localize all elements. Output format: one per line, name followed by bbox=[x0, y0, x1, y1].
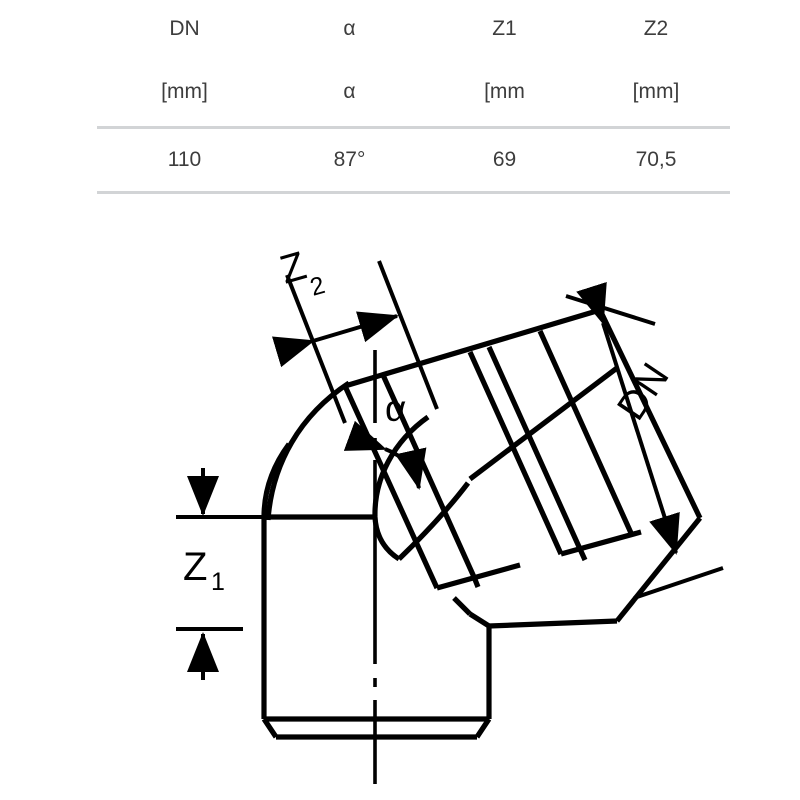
label-alpha: α bbox=[385, 388, 406, 429]
value-z1: 69 bbox=[427, 126, 582, 194]
dimension-alpha: α bbox=[343, 388, 427, 490]
technical-drawing: Z 2 Z 1 α bbox=[0, 228, 800, 800]
column-header-dn: DN bbox=[169, 17, 200, 40]
spigot-barrel bbox=[342, 307, 703, 629]
value-dn: 110 bbox=[97, 126, 272, 194]
unit-cell-z2: [mm] bbox=[632, 80, 680, 103]
label-z1-subscript: 1 bbox=[211, 568, 225, 596]
spec-table: DN α Z1 Z2 [mm] α [mm [mm] 110 87° 69 70… bbox=[97, 0, 730, 194]
label-z2-subscript: 2 bbox=[307, 271, 328, 302]
table-units-row: [mm] α [mm [mm] bbox=[97, 58, 730, 128]
value-alpha: 87° bbox=[272, 126, 427, 194]
unit-cell-alpha: α bbox=[343, 80, 356, 103]
column-header-z1: Z1 bbox=[492, 17, 517, 40]
unit-cell-z1: [mm bbox=[484, 80, 525, 103]
dimension-z2: Z 2 bbox=[272, 244, 439, 424]
dimension-z1: Z 1 bbox=[176, 468, 300, 680]
table-row: 110 87° 69 70,5 bbox=[97, 126, 730, 194]
value-z2: 70,5 bbox=[582, 126, 730, 194]
column-header-alpha: α bbox=[343, 17, 356, 40]
pipe-bend-diagram: Z 2 Z 1 α bbox=[176, 244, 724, 784]
column-header-z2: Z2 bbox=[643, 17, 669, 40]
label-z2: Z bbox=[275, 244, 311, 293]
unit-cell-dn: [mm] bbox=[161, 80, 208, 103]
label-z1: Z bbox=[183, 545, 207, 589]
table-header-row: DN α Z1 Z2 bbox=[97, 0, 730, 58]
label-dn: DN bbox=[609, 356, 678, 429]
elbow-curves bbox=[265, 380, 471, 562]
